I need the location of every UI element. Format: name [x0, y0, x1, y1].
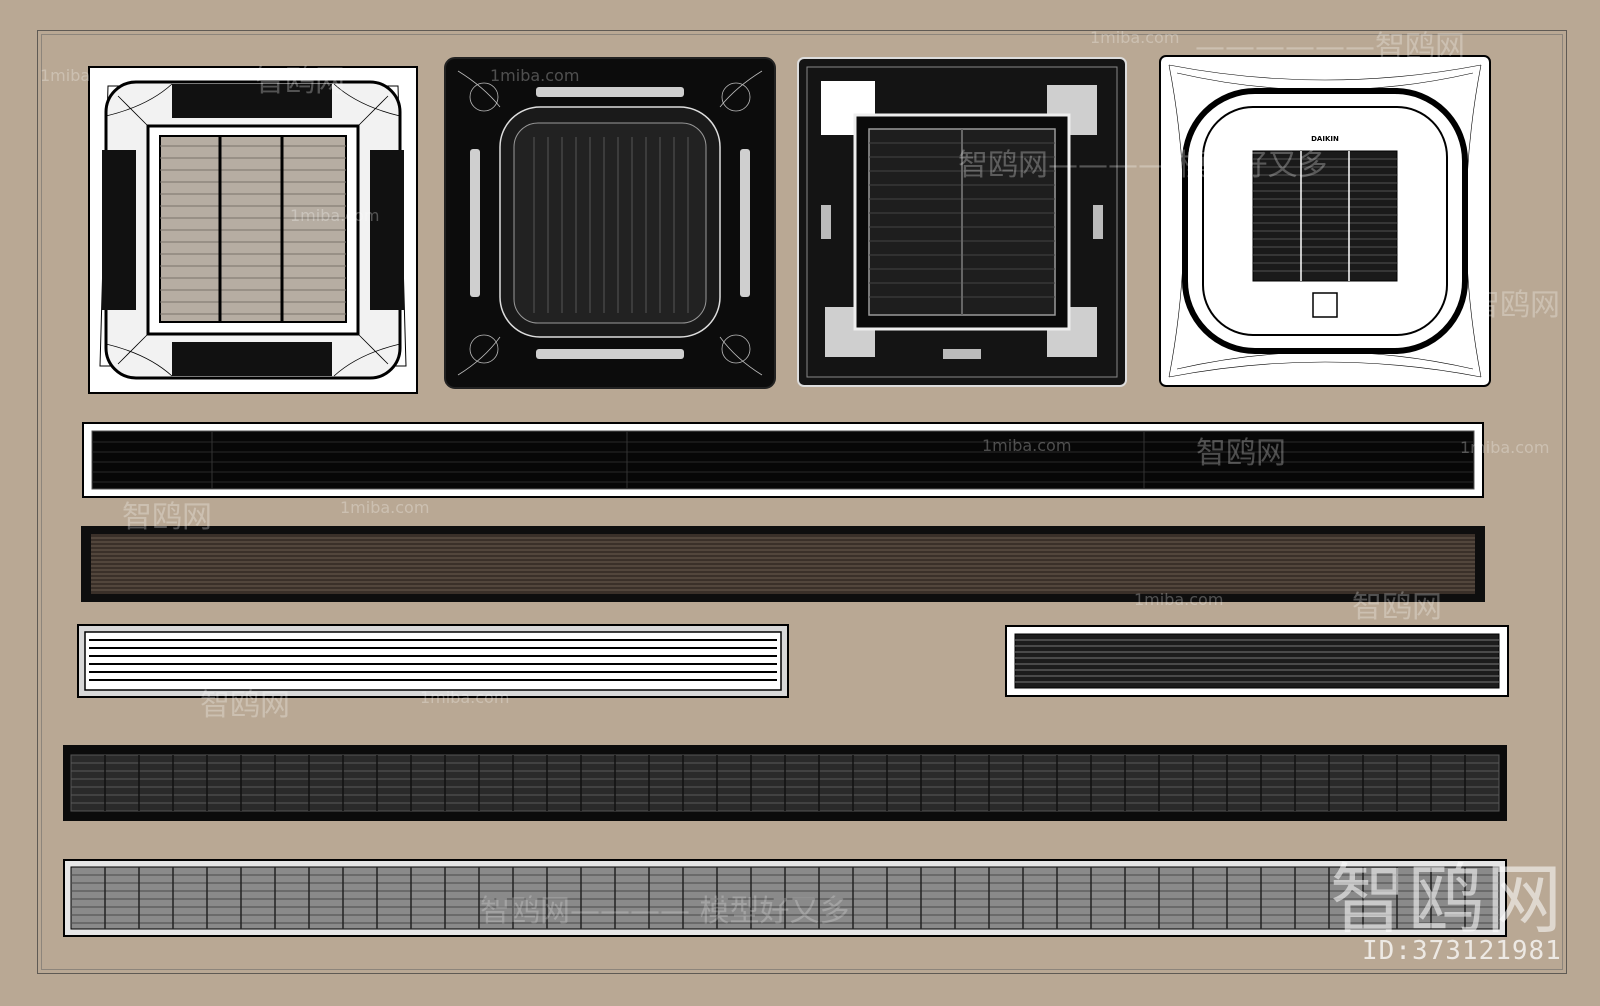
inner-frame [41, 34, 1563, 970]
outer-frame [37, 30, 1567, 974]
cassette-unit-1[interactable] [88, 66, 418, 394]
linear-grille-2[interactable] [81, 526, 1485, 602]
watermark-id: ID:373121981 [1362, 936, 1562, 966]
linear-grille-3[interactable] [77, 624, 789, 698]
panel-brand-text: DAIKIN [1311, 135, 1339, 143]
linear-grille-4[interactable] [1005, 625, 1509, 697]
cassette-unit-2[interactable] [444, 57, 776, 389]
linear-grille-1[interactable] [82, 422, 1484, 498]
linear-grille-6[interactable] [63, 859, 1507, 937]
watermark-logo: 智鸥网 [1330, 855, 1564, 944]
cassette-unit-3[interactable] [797, 57, 1127, 387]
cassette-unit-4[interactable]: DAIKIN [1159, 55, 1491, 387]
linear-grille-5[interactable] [63, 745, 1507, 821]
